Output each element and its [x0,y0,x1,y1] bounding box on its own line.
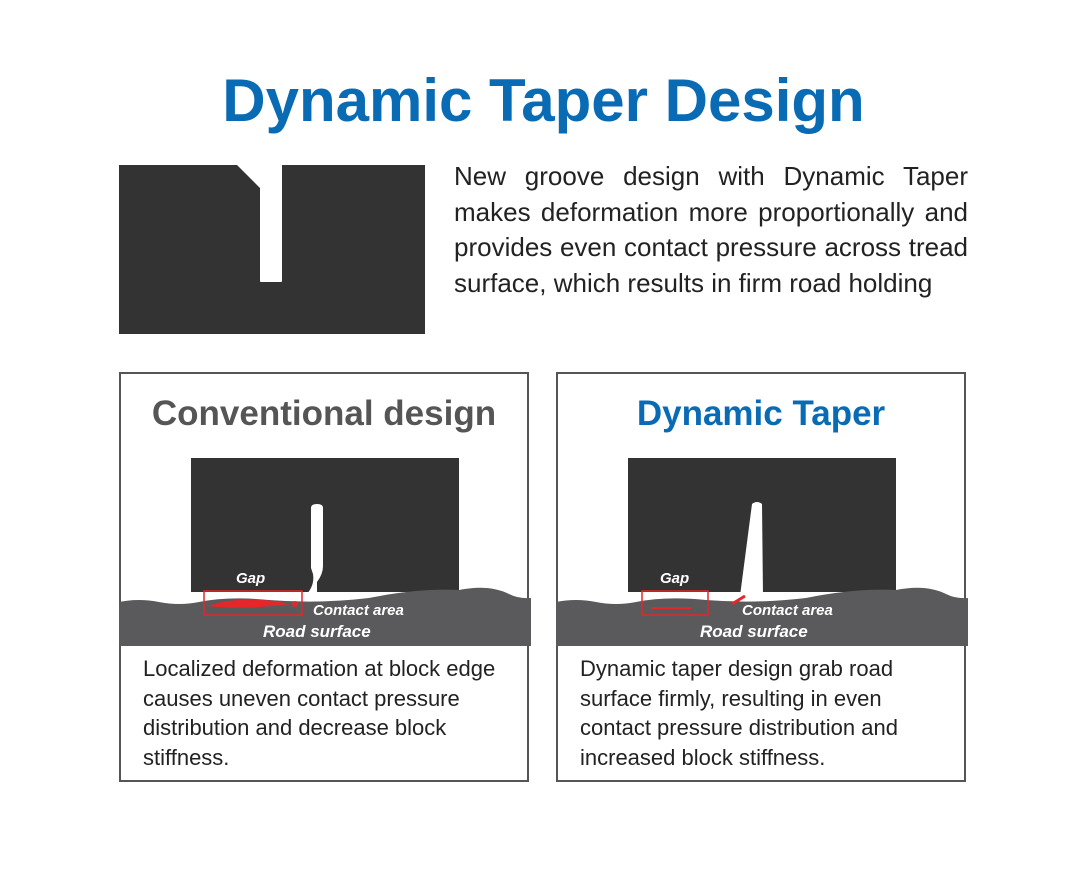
contact-area-label: Contact area [313,602,404,619]
gap-highlight-box [641,590,709,616]
road-surface-label: Road surface [263,622,371,641]
road-surface [556,587,968,646]
panel-description: Dynamic taper design grab road surface f… [580,656,898,770]
page-title: Dynamic Taper Design [222,67,865,134]
panel-description: Localized deformation at block edge caus… [143,656,496,770]
dynamic-taper-deformation-illustration [556,458,968,646]
intro-description: New groove design with Dynamic Taper mak… [454,161,968,298]
conventional-deformation-illustration [119,458,531,646]
tapered-groove [740,502,763,596]
contact-edge [731,594,746,606]
road-surface-label: Road surface [700,622,808,641]
gap-label: Gap [660,570,690,587]
gap-deformation [207,599,291,608]
contact-point [292,601,298,607]
tapered-groove-block-illustration [119,165,425,334]
groove [305,504,323,596]
contact-area-label: Contact area [742,602,833,619]
dynamic-taper-panel: Dynamic Taper Gap Contact area Road surf… [556,372,968,782]
panel-heading: Dynamic Taper [636,394,886,433]
tread-block [191,458,459,592]
gap-highlight-box [203,590,303,616]
panel-heading: Conventional design [151,394,497,433]
gap-label: Gap [236,570,266,587]
conventional-design-panel: Conventional design Gap Contact area Roa… [119,372,531,782]
